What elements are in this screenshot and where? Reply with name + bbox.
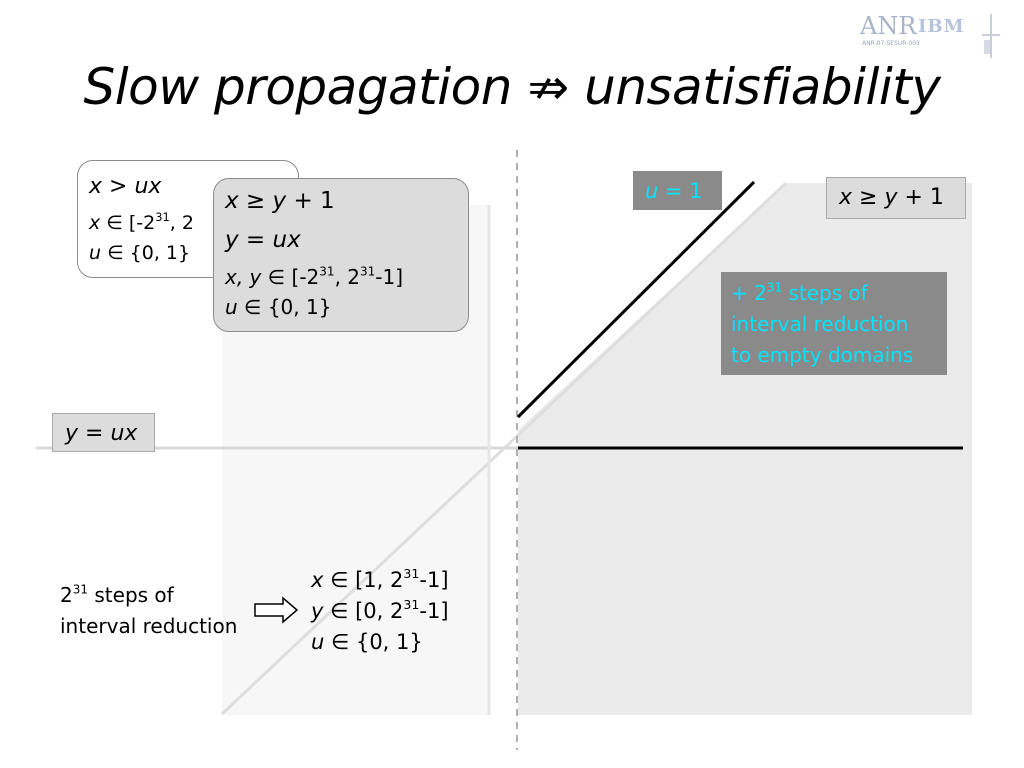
label-u-equals-1: u = 1 xyxy=(633,171,722,210)
logo-subtitle: ANR-07-SESUR-003 xyxy=(862,40,920,47)
logo-anr: ANR xyxy=(860,12,917,40)
callout-front-line3: x, y ∈ [-231, 231-1] xyxy=(225,264,404,289)
logo-emblem-icon xyxy=(982,14,1000,58)
logo-ibm: IBM xyxy=(918,16,965,37)
callout-front: x ≥ y + 1 y = ux x, y ∈ [-231, 231-1] u … xyxy=(213,178,469,332)
slide-title: Slow propagation ⇏ unsatisfiability xyxy=(83,58,941,116)
note-line1: + 231 steps of xyxy=(731,280,868,305)
callout-back-line2: x ∈ [-231, 2 xyxy=(89,210,194,234)
callout-front-line1: x ≥ y + 1 xyxy=(225,188,335,214)
result-domains: x ∈ [1, 231-1] y ∈ [0, 231-1] u ∈ {0, 1} xyxy=(311,565,449,658)
callout-front-line4: u ∈ {0, 1} xyxy=(225,295,332,319)
callout-front-line2: y = ux xyxy=(225,227,301,253)
result-u: u ∈ {0, 1} xyxy=(311,630,423,654)
result-y: y ∈ [0, 231-1] xyxy=(311,597,449,623)
label-x-geq-y-plus-1: x ≥ y + 1 xyxy=(826,177,966,219)
callout-back-line3: u ∈ {0, 1} xyxy=(89,242,191,264)
diagonal-faint xyxy=(220,181,788,716)
callout-back-line1: x > ux xyxy=(89,174,162,199)
logo: ANR IBM ANR-07-SESUR-003 xyxy=(860,12,1010,62)
note-line2: interval reduction xyxy=(731,312,909,336)
steps-line1: 231 steps of xyxy=(60,582,174,607)
steps-line2: interval reduction xyxy=(60,614,238,638)
note-line3: to empty domains xyxy=(731,343,914,367)
line-u1 xyxy=(516,180,756,419)
steps-text: 231 steps of interval reduction xyxy=(60,580,237,642)
note-empty-domains: + 231 steps of interval reduction to emp… xyxy=(721,272,947,375)
label-y-ux: y = ux xyxy=(52,413,155,452)
result-x: x ∈ [1, 231-1] xyxy=(311,566,449,592)
arrow-right-icon xyxy=(254,596,299,624)
